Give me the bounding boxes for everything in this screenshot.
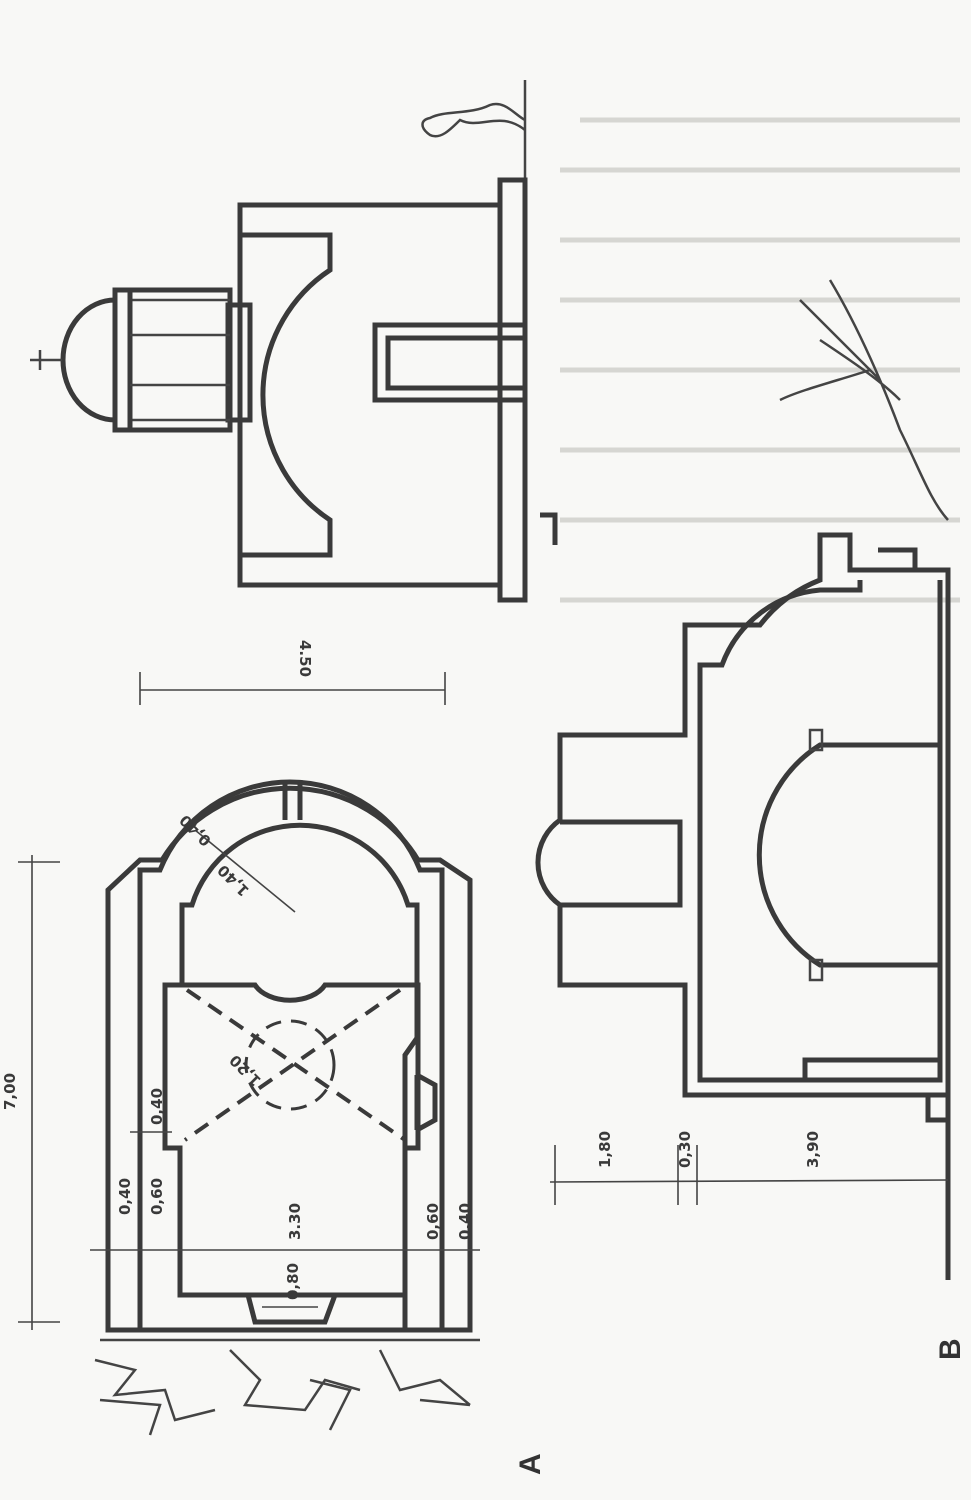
tree-icon xyxy=(779,279,949,521)
dim-height-mid: 0,30 xyxy=(676,1131,694,1168)
dim-outer-wall-right: 0,40 xyxy=(456,1203,474,1240)
section-view-b xyxy=(535,279,951,1280)
stone-foundation xyxy=(94,1338,480,1436)
section-dimensions: 1,80 0,30 3,90 xyxy=(549,1131,949,1205)
bleed-through-text xyxy=(560,117,960,603)
section-marker xyxy=(540,512,558,545)
dim-inner-wall-left: 0,60 xyxy=(148,1178,166,1215)
figure-label-b: B xyxy=(934,1338,967,1360)
dim-nave-width: 3.30 xyxy=(286,1203,304,1240)
dim-inner-wall-right: 0,60 xyxy=(424,1203,442,1240)
dim-wall-mid: 0,40 xyxy=(148,1088,166,1125)
dimension-elevation-width: 4.50 xyxy=(139,640,446,705)
elevation-view xyxy=(30,80,558,603)
dim-door-width: 0,80 xyxy=(284,1263,302,1300)
dim-total-length: 7,00 xyxy=(1,1073,19,1110)
figure-label-a: A xyxy=(514,1453,547,1475)
plan-view-a xyxy=(94,779,480,1436)
dim-apse-radius: 1,40 xyxy=(214,861,253,900)
dim-height-upper: 1,80 xyxy=(596,1131,614,1168)
human-figure xyxy=(421,102,526,138)
dim-label: 4.50 xyxy=(296,640,314,677)
cross-icon xyxy=(30,350,62,370)
dim-height-lower: 3,90 xyxy=(804,1131,822,1168)
dim-outer-wall-left: 0,40 xyxy=(116,1178,134,1215)
plan-dimensions: 7,00 0,40 0,60 0,40 3.30 0,60 0,40 0,80 … xyxy=(1,811,480,1330)
